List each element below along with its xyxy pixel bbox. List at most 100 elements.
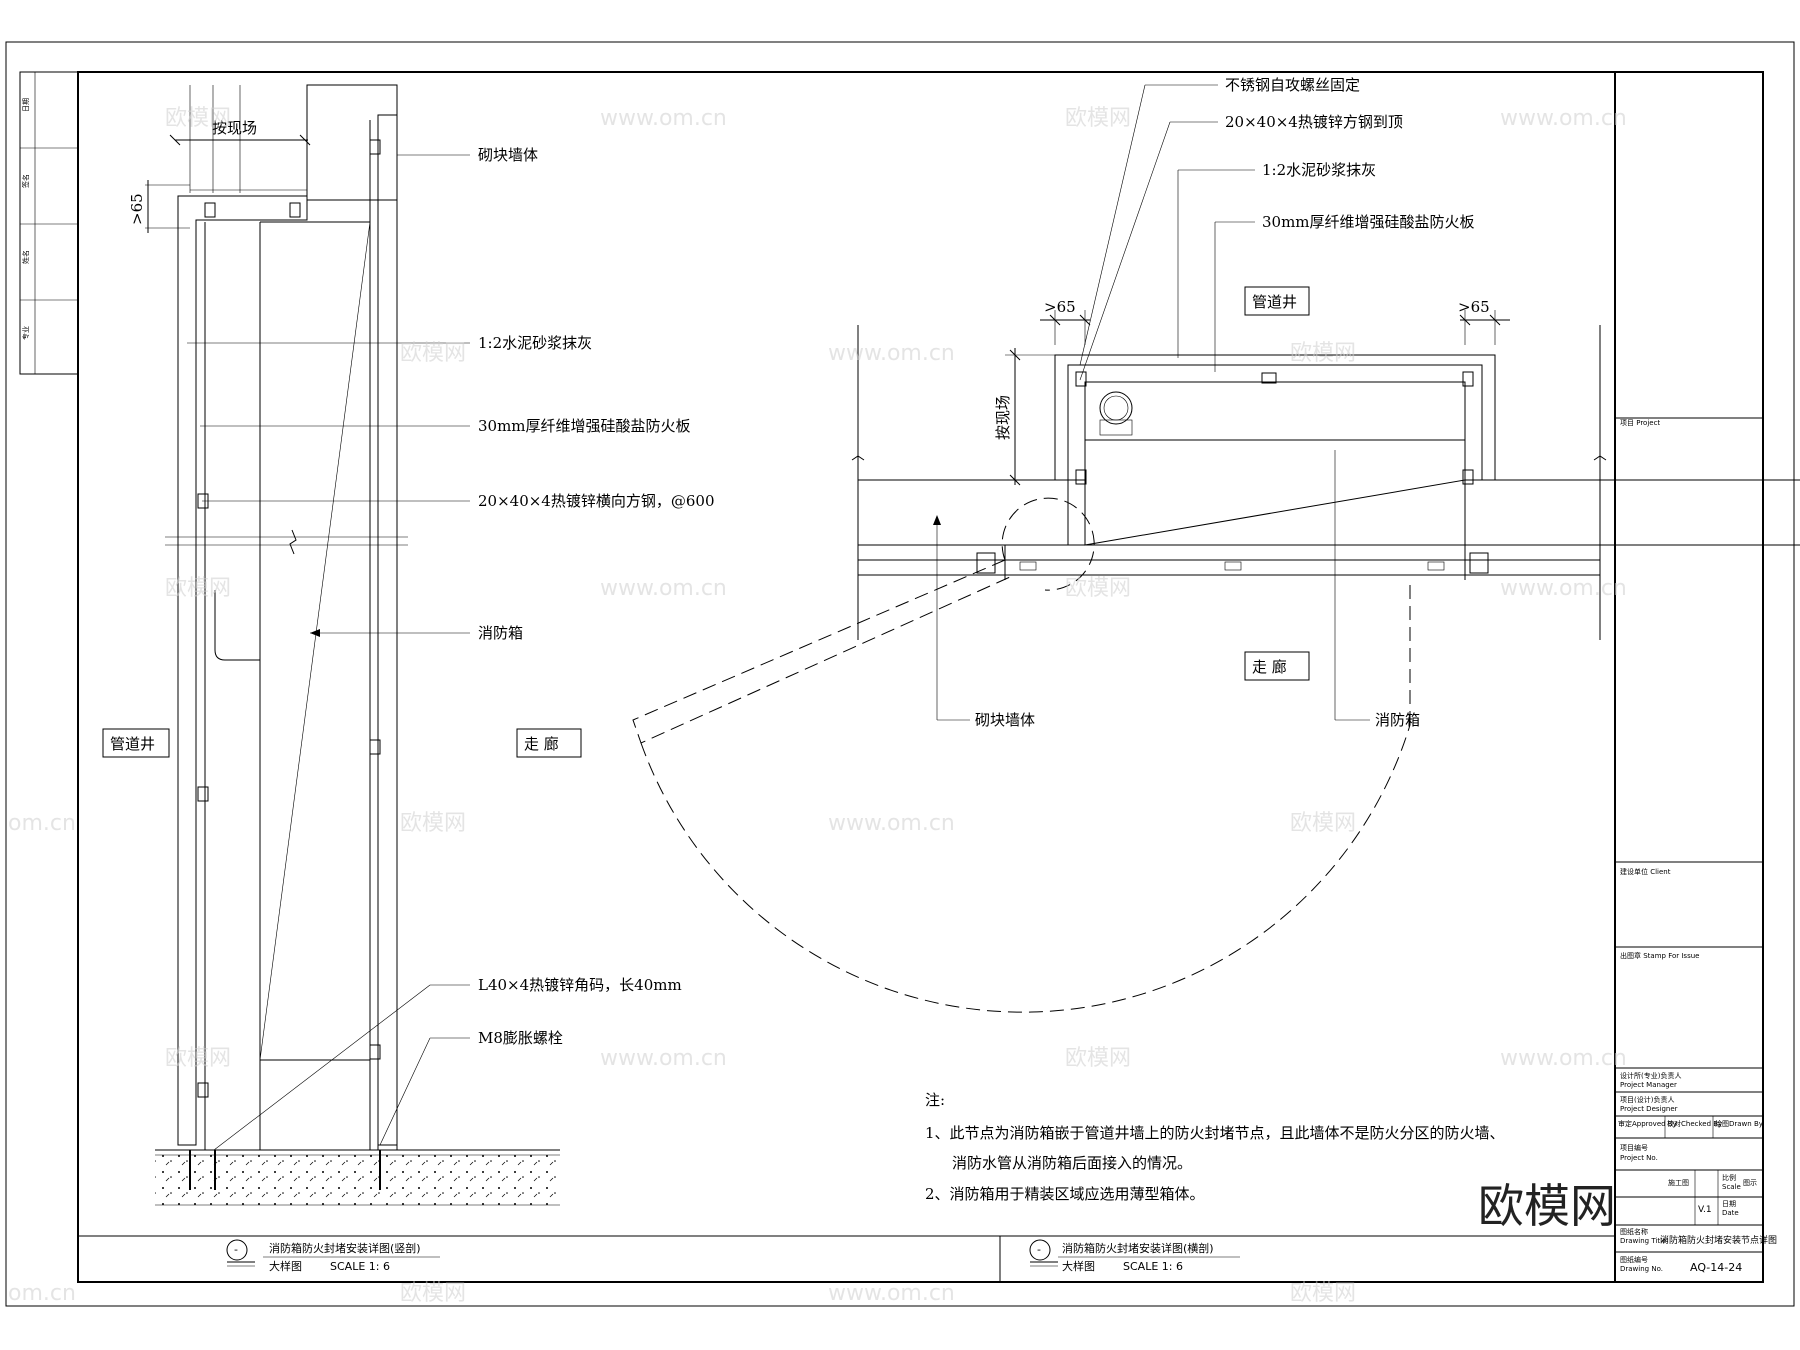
left-view-scale: SCALE 1: 6 [330,1260,390,1273]
dim-65-right-view-left: >65 [1044,298,1076,316]
title-block: 项目 Project 建设单位 Client 出图章 Stamp For Iss… [1615,417,1777,1274]
watermark-logo: 欧模网 [400,341,466,366]
label-steel-tube: 20×40×4热镀锌横向方钢，@600 [478,492,715,510]
tb-approved: 审定Approved By [1618,1119,1677,1128]
watermark-url: www.om.cn [1500,576,1627,601]
dim-65-left: >65 [128,193,146,225]
pipe-circle [1099,391,1133,425]
watermark-logo: 欧模网 [1065,576,1131,601]
fireboard-right [377,114,398,1151]
right-view-title: 消防箱防火封堵安装详图(横剖) [1062,1241,1214,1255]
tb-project-no: 项目编号 [1620,1143,1648,1152]
detail-symbol-left-text: - [234,1243,238,1256]
tb-manager-en: Project Manager [1620,1081,1677,1089]
tb-scale-value: 图示 [1743,1179,1757,1187]
label-fireboard-right: 30mm厚纤维增强硅酸盐防火板 [1262,213,1475,231]
room-label-shaft-right: 管道井 [1252,293,1297,311]
detail-symbol-right-text: - [1037,1243,1041,1256]
room-label-shaft: 管道井 [110,735,155,753]
door-swing-arc [640,724,1411,1013]
label-angle-bracket: L40×4热镀锌角码，长40mm [478,976,682,994]
tb-client: 建设单位 Client [1620,867,1671,876]
shaft-outline [1054,354,1496,480]
dim-site-left: 按现场 [212,119,257,137]
watermark-url: www.om.cn [828,341,955,366]
right-section-view: >65 >65 按现场 管道井 走 廊 不锈钢自攻螺丝固定 20×40×4热镀锌… [632,76,1800,1013]
fireboard-left [177,195,308,1146]
notes-line-3: 2、消防箱用于精装区域应选用薄型箱体。 [925,1185,1205,1203]
door-frame-right [1469,552,1489,574]
tb-drawing-title-label: 图纸名称 [1620,1227,1648,1236]
strip-label-name: 姓名 [21,250,30,264]
right-view-subtitle: 大样图 [1062,1259,1095,1273]
watermark-url-partial: om.cn [8,811,76,836]
bottom-title-strip: - 消防箱防火封堵安装详图(竖剖) 大样图 SCALE 1: 6 - 消防箱防火… [78,1235,1615,1282]
tb-stamp: 出图章 Stamp For Issue [1620,951,1699,960]
box-base-hatch [259,1059,371,1151]
room-label-box-corridor [516,728,582,758]
watermark-logo: 欧模网 [1290,1281,1356,1306]
watermark-logo: 欧模网 [400,811,466,836]
tb-drawn: 绘图Drawn By [1715,1119,1763,1128]
floor-slab [155,1150,560,1205]
room-label-box-shaft [102,728,170,758]
tb-drawing-no-label: 图纸编号 [1620,1255,1648,1264]
label-plaster: 1:2水泥砂浆抹灰 [478,334,592,352]
tb-designer-en: Project Designer [1620,1105,1678,1113]
tb-project-no-en: Project No. [1620,1154,1658,1162]
watermark-logo: 欧模网 [165,576,231,601]
strip-label-date: 日期 [22,98,30,112]
notes-heading: 注: [925,1091,945,1109]
dim-site-right: 按现场 [994,395,1012,440]
tb-version: V.1 [1698,1205,1712,1215]
masonry-wall-left [857,479,1069,546]
label-fire-box: 消防箱 [478,624,523,642]
notes-line-1: 1、此节点为消防箱嵌于管道井墙上的防火封堵节点，且此墙体不是防火分区的防火墙、 [925,1124,1505,1142]
watermark-url: www.om.cn [600,576,727,601]
notes: 注: 1、此节点为消防箱嵌于管道井墙上的防火封堵节点，且此墙体不是防火分区的防火… [925,1091,1505,1203]
label-steel-to-top: 20×40×4热镀锌方钢到顶 [1225,113,1403,131]
right-view-scale: SCALE 1: 6 [1123,1260,1183,1273]
label-screw: 不锈钢自攻螺丝固定 [1225,76,1360,94]
watermark-url: www.om.cn [1500,1046,1627,1071]
room-label-box-corridor-right [1244,651,1310,681]
watermarks: 欧模网 www.om.cn 欧模网 www.om.cn 欧模网 www.om.c… [8,106,1627,1306]
watermark-url: www.om.cn [600,1046,727,1071]
steel-square-tubes [197,139,381,1098]
tb-drawing-title: 消防箱防火封堵安装节点详图 [1660,1234,1777,1246]
watermark-logo: 欧模网 [165,1046,231,1071]
watermark-logo: 欧模网 [1290,341,1356,366]
room-label-corridor-right: 走 廊 [1252,658,1287,676]
watermark-logo: 欧模网 [1065,1046,1131,1071]
left-view-title: 消防箱防火封堵安装详图(竖剖) [269,1241,421,1255]
label-masonry-wall-right: 砌块墙体 [975,711,1035,729]
detail-symbol-left [226,1239,248,1261]
watermark-url: www.om.cn [828,811,955,836]
steel-tubes-horizontal [1075,371,1474,485]
tb-date-en: Date [1722,1209,1739,1217]
watermark-logo: 欧模网 [400,1281,466,1306]
left-view-subtitle: 大样图 [269,1259,302,1273]
notes-line-2: 消防水管从消防箱后面接入的情况。 [952,1154,1192,1172]
watermark-url: www.om.cn [828,1281,955,1306]
watermark-url-partial: om.cn [8,1281,76,1306]
fireboard-horizontal [1067,364,1483,481]
box-hatched-body [1084,439,1466,546]
sheet-inner-border [77,71,1764,1283]
sheet-outer-border [5,41,1795,1307]
detail-symbol-right [1029,1239,1051,1261]
watermark-url: www.om.cn [1500,106,1627,131]
watermark-logo: 欧模网 [1065,106,1131,131]
door-frame-left [976,552,996,574]
tb-designer: 项目(设计)负责人 [1620,1095,1674,1104]
watermark-logo: 欧模网 [1290,811,1356,836]
dim-65-right-view-right: >65 [1458,298,1490,316]
left-section-view: 按现场 >65 管道井 走 廊 砌块墙体 1:2水泥砂浆抹灰 30mm厚纤维增强… [102,84,715,1206]
room-label-box-shaft-right [1244,286,1310,316]
tb-stage: 施工图 [1668,1178,1689,1187]
watermark-logo: 欧模网 [165,106,231,131]
door-open-leaf [632,559,1011,744]
wall-plaster-layer [377,114,398,1146]
tb-project: 项目 Project [1620,419,1660,427]
